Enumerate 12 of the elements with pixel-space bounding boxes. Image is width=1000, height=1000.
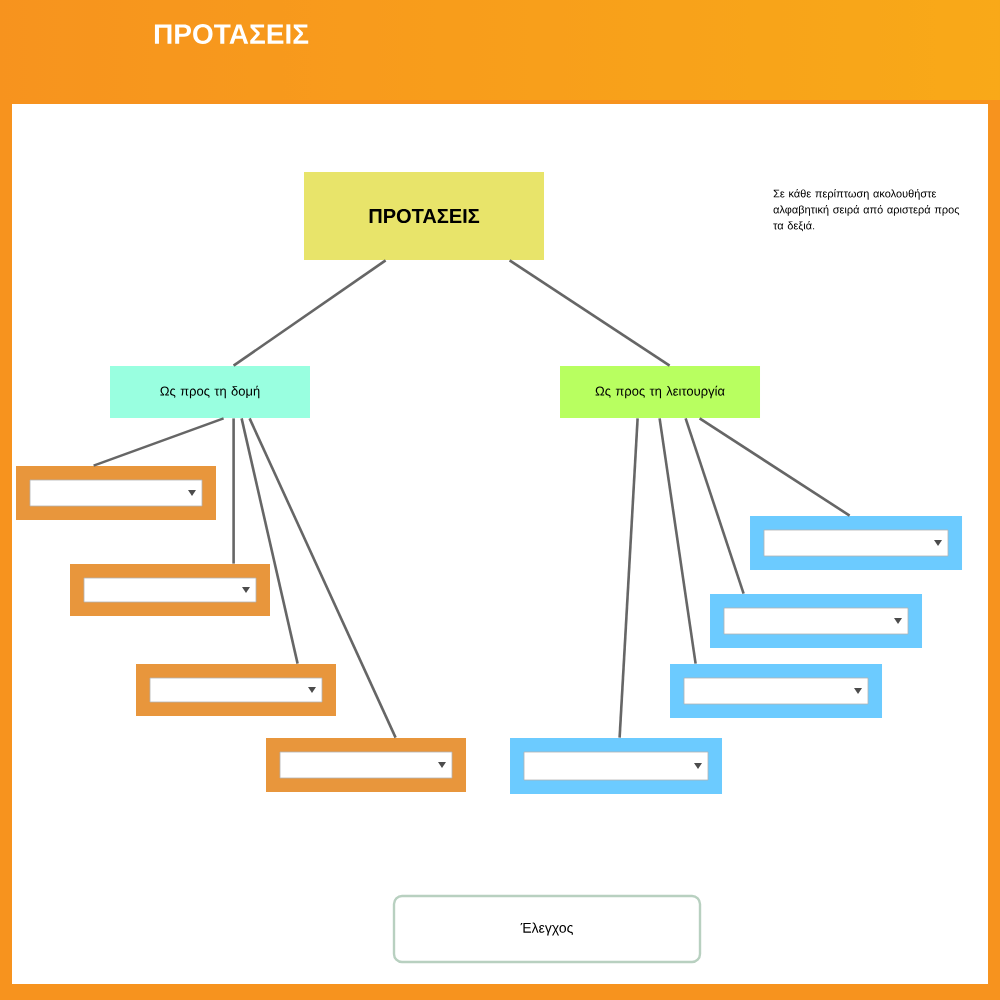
connector-line <box>232 418 235 564</box>
topic-box: ΠΡΟΤΑΣΕΙΣ <box>304 172 544 260</box>
connector-line <box>508 259 671 367</box>
connector-line <box>618 418 639 738</box>
page-title: ΠΡΟΤΑΣΕΙΣ <box>154 24 309 44</box>
connector-line <box>698 417 851 517</box>
connector-line <box>240 418 299 664</box>
connector-line <box>248 417 397 739</box>
connector-line <box>658 418 697 664</box>
connector-line <box>93 417 225 467</box>
connector-line <box>232 259 387 367</box>
connector-line <box>684 418 745 594</box>
